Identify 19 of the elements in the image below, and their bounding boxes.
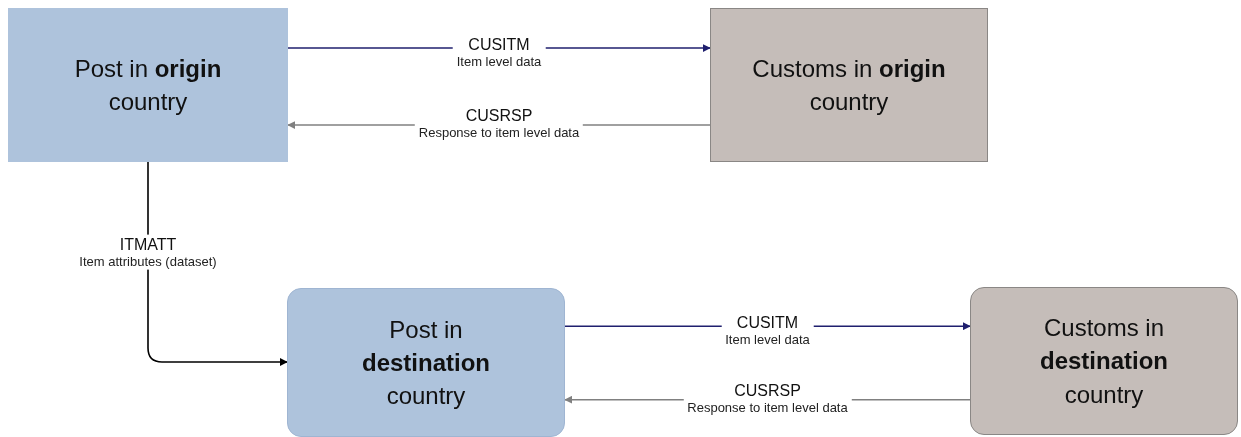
arrow xyxy=(147,161,288,366)
process-box xyxy=(970,287,1238,435)
node-label: Customs in origin country xyxy=(751,53,947,117)
edge-label: CUSITM xyxy=(467,34,531,54)
process-box xyxy=(710,8,988,162)
edge-label: Item attributes (dataset) xyxy=(79,253,217,270)
node-label: Customs in destination country xyxy=(1039,313,1169,410)
edge-label: CUSRSP xyxy=(464,105,534,125)
process-box xyxy=(8,8,288,162)
edge-label: Item level data xyxy=(725,332,810,348)
edge-label: ITMATT xyxy=(118,234,178,254)
edge-label: Response to item level data xyxy=(687,399,848,416)
node-label: Post in origin country xyxy=(73,53,223,117)
edge-label: Response to item level data xyxy=(418,124,580,141)
node-label: Post in destination country xyxy=(361,314,491,412)
edge-label: CUSRSP xyxy=(733,380,802,400)
edge-label: Item level data xyxy=(456,53,542,70)
edge-label: CUSITM xyxy=(735,312,800,332)
process-box xyxy=(287,288,565,437)
